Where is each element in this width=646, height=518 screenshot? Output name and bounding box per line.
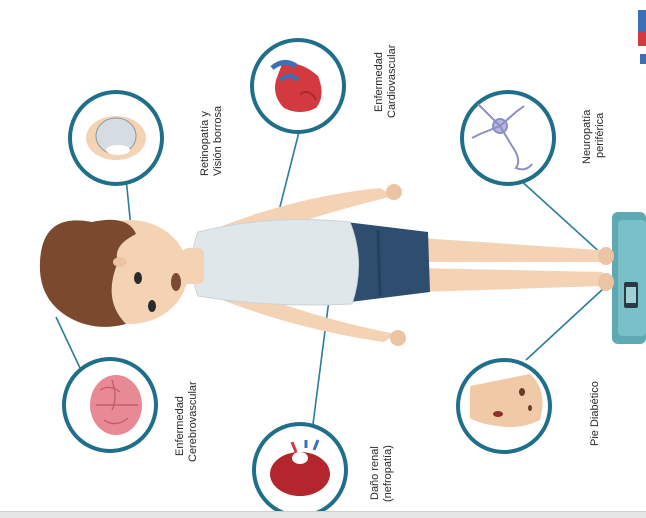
svg-text:Cardiovascular: Cardiovascular — [386, 44, 398, 118]
svg-text:Neuropatía: Neuropatía — [581, 109, 593, 164]
partial-edge-icon — [638, 10, 646, 64]
eye-right — [148, 300, 156, 312]
leader-line-brain — [56, 317, 80, 368]
label-cardiovascular: Enfermedad Cardiovascular — [373, 44, 398, 118]
leader-line-foot — [526, 288, 604, 360]
svg-text:Pie Diabético: Pie Diabético — [589, 381, 601, 446]
svg-text:(nefropatía): (nefropatía) — [382, 445, 394, 502]
bottom-scrollbar — [0, 511, 646, 518]
svg-text:periférica: periférica — [594, 112, 606, 158]
leader-line-neuron — [518, 178, 604, 256]
circle-cerebrovascular — [64, 359, 156, 451]
hand-upper — [386, 184, 402, 200]
label-diabetic-foot: Pie Diabético — [589, 381, 601, 446]
ear — [113, 257, 127, 267]
tank-top — [192, 220, 359, 305]
leader-line-kidney — [312, 292, 330, 432]
leg-upper — [420, 238, 607, 262]
leg-lower — [420, 268, 607, 292]
child-figure — [40, 184, 614, 346]
circle-retinopathy — [70, 92, 162, 184]
label-retinopathy: Retinopatía y Visión borrosa — [199, 105, 224, 176]
svg-text:Daño renal: Daño renal — [369, 446, 381, 500]
svg-text:Enfermedad: Enfermedad — [373, 52, 385, 112]
foot-lower — [598, 273, 614, 291]
mouth — [171, 273, 181, 291]
circle-nephropathy — [254, 424, 346, 516]
svg-text:Retinopatía y: Retinopatía y — [199, 111, 211, 176]
brain-icon — [90, 375, 142, 435]
label-nephropathy: Daño renal (nefropatía) — [369, 445, 394, 502]
svg-text:Cerebrovascular: Cerebrovascular — [187, 381, 199, 462]
label-neuropathy: Neuropatía periférica — [581, 109, 606, 164]
hand-lower — [390, 330, 406, 346]
eye-icon — [86, 116, 146, 160]
circle-cardiovascular — [252, 40, 344, 132]
circle-diabetic-foot — [458, 360, 550, 452]
scale-icon — [612, 212, 646, 344]
eye-left — [134, 272, 142, 284]
circle-neuropathy — [462, 92, 554, 184]
svg-text:Visión borrosa: Visión borrosa — [212, 105, 224, 176]
label-cerebrovascular: Enfermedad Cerebrovascular — [174, 381, 199, 462]
foot-upper — [598, 247, 614, 265]
svg-text:Enfermedad: Enfermedad — [174, 396, 186, 456]
